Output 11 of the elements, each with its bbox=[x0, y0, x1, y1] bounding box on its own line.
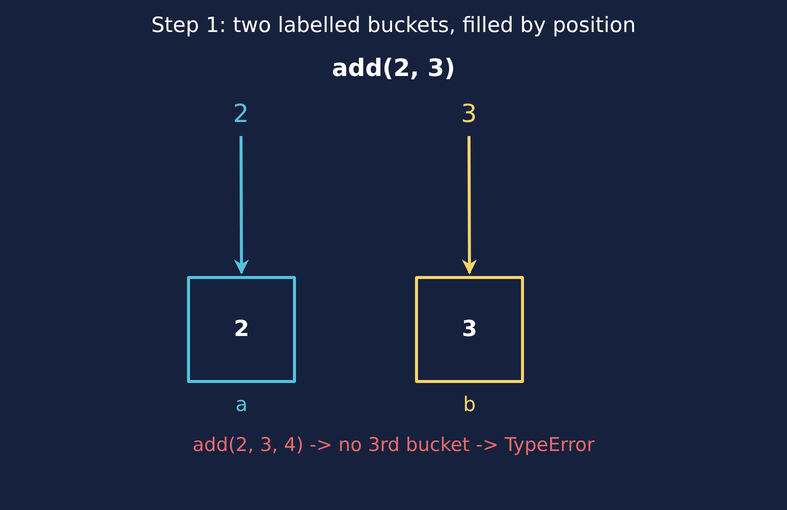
value-text: 2 bbox=[211, 94, 271, 134]
arrow bbox=[462, 136, 477, 274]
parameter-name: a bbox=[234, 391, 249, 418]
error-note: add(2, 3, 4) -> no 3rd bucket -> TypeError bbox=[191, 433, 596, 458]
function-call: add(2, 3) bbox=[330, 53, 456, 84]
bucket-box: 2 bbox=[187, 276, 296, 383]
title: Step 1: two labelled buckets, filled by position bbox=[150, 12, 637, 39]
parameter-name: b bbox=[462, 391, 477, 418]
value-text: 3 bbox=[439, 94, 499, 134]
bucket-box: 3 bbox=[415, 276, 524, 383]
arrow bbox=[234, 136, 249, 274]
